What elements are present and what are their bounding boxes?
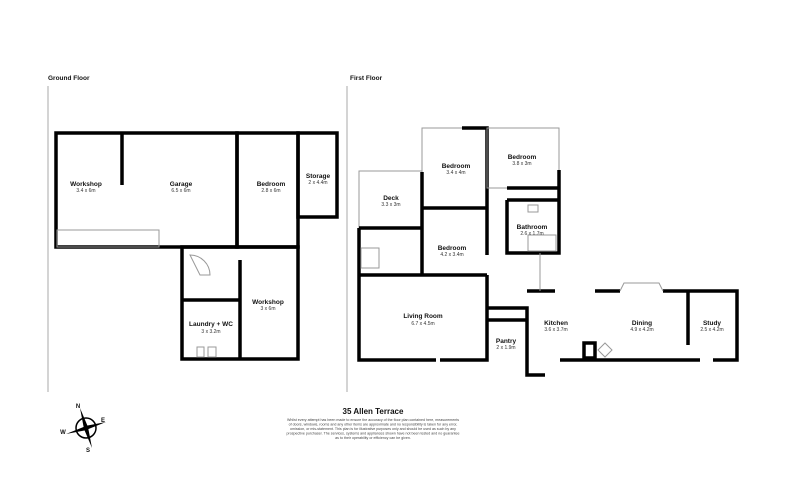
room-dims: 2.5 x 4.2m	[700, 327, 723, 333]
room-label: Laundry + WC	[189, 321, 233, 328]
first-floor-heading: First Floor	[350, 75, 383, 82]
room-dims: 4.9 x 4.2m	[630, 327, 653, 333]
room-label: Bedroom	[257, 181, 286, 188]
room-label: Bedroom	[438, 245, 467, 252]
compass-w: W	[60, 430, 66, 436]
stair-icon	[360, 247, 380, 269]
bay-window	[619, 282, 664, 292]
oven-icon	[582, 341, 597, 360]
toilet-icon	[527, 204, 539, 213]
room-dims: 4.2 x 3.4m	[440, 252, 463, 258]
disclaimer-line: as to their operability or efficiency ca…	[335, 436, 411, 440]
room-label: Living Room	[403, 313, 443, 320]
room-label: Garage	[170, 181, 193, 188]
disclaimer-line: prospective purchaser. The services, sys…	[287, 432, 460, 436]
storage-walls	[296, 131, 339, 219]
room-label: Pantry	[496, 338, 517, 345]
cooktop-icon	[597, 342, 613, 358]
property-title: 35 Allen Terrace	[343, 407, 404, 416]
room-label: Kitchen	[544, 320, 568, 327]
toilet-icon	[196, 346, 205, 358]
bathroom-walls	[505, 170, 561, 255]
room-label: Bedroom	[442, 163, 471, 170]
room-dims: 2.8 x 6m	[261, 188, 280, 194]
bath-icon	[527, 234, 557, 252]
room-dims: 3.4 x 6m	[76, 188, 95, 194]
ground-floor-heading: Ground Floor	[48, 75, 90, 82]
compass-e: E	[101, 418, 105, 424]
compass-s: S	[86, 448, 90, 454]
living-room-walls	[357, 208, 489, 362]
room-dims: 2 x 4.4m	[308, 180, 327, 186]
disclaimer-line: Whilst every attempt has been made to en…	[287, 418, 459, 422]
room-dims: 3.3 x 3m	[381, 202, 400, 208]
room-label: Workshop	[252, 299, 284, 306]
room-dims: 2 x 1.9m	[496, 345, 515, 351]
room-dims: 3.6 x 3.7m	[544, 327, 567, 333]
ground-floor-plan: Workshop 3.4 x 6m Garage 6.5 x 6m Bedroo…	[54, 131, 339, 361]
room-dims: 6.5 x 6m	[171, 188, 190, 194]
room-label: Storage	[306, 173, 331, 180]
room-label: Deck	[383, 195, 399, 202]
compass-n: N	[76, 404, 80, 410]
first-floor-plan: Deck 3.3 x 3m Bedroom 3.4 x 4m Bedroom 3…	[357, 126, 739, 377]
room-dims: 6.7 x 4.5m	[411, 321, 434, 327]
room-dims: 3.8 x 3m	[512, 161, 531, 167]
room-dims: 3 x 6m	[260, 306, 275, 312]
room-label: Workshop	[70, 181, 102, 188]
room-dims: 3.4 x 4m	[446, 170, 465, 176]
disclaimer-line: of doors, windows, rooms and any other i…	[289, 423, 458, 427]
pantry-walls	[487, 306, 529, 360]
room-dims: 3 x 3.2m	[201, 329, 220, 335]
compass-rose-icon: N E S W	[60, 404, 106, 454]
tub-icon	[207, 346, 217, 358]
spiral-stair-icon	[189, 254, 211, 276]
room-label: Study	[703, 320, 721, 327]
room-dims: 2.6 x 1.7m	[520, 231, 543, 237]
room-label: Dining	[632, 320, 652, 327]
workbench	[56, 229, 160, 248]
disclaimer-line: omission, or mis-statement. This plan is…	[290, 427, 456, 431]
kitchen-dining-study-walls	[525, 289, 739, 377]
room-label: Bathroom	[517, 224, 548, 231]
room-label: Bedroom	[508, 154, 537, 161]
